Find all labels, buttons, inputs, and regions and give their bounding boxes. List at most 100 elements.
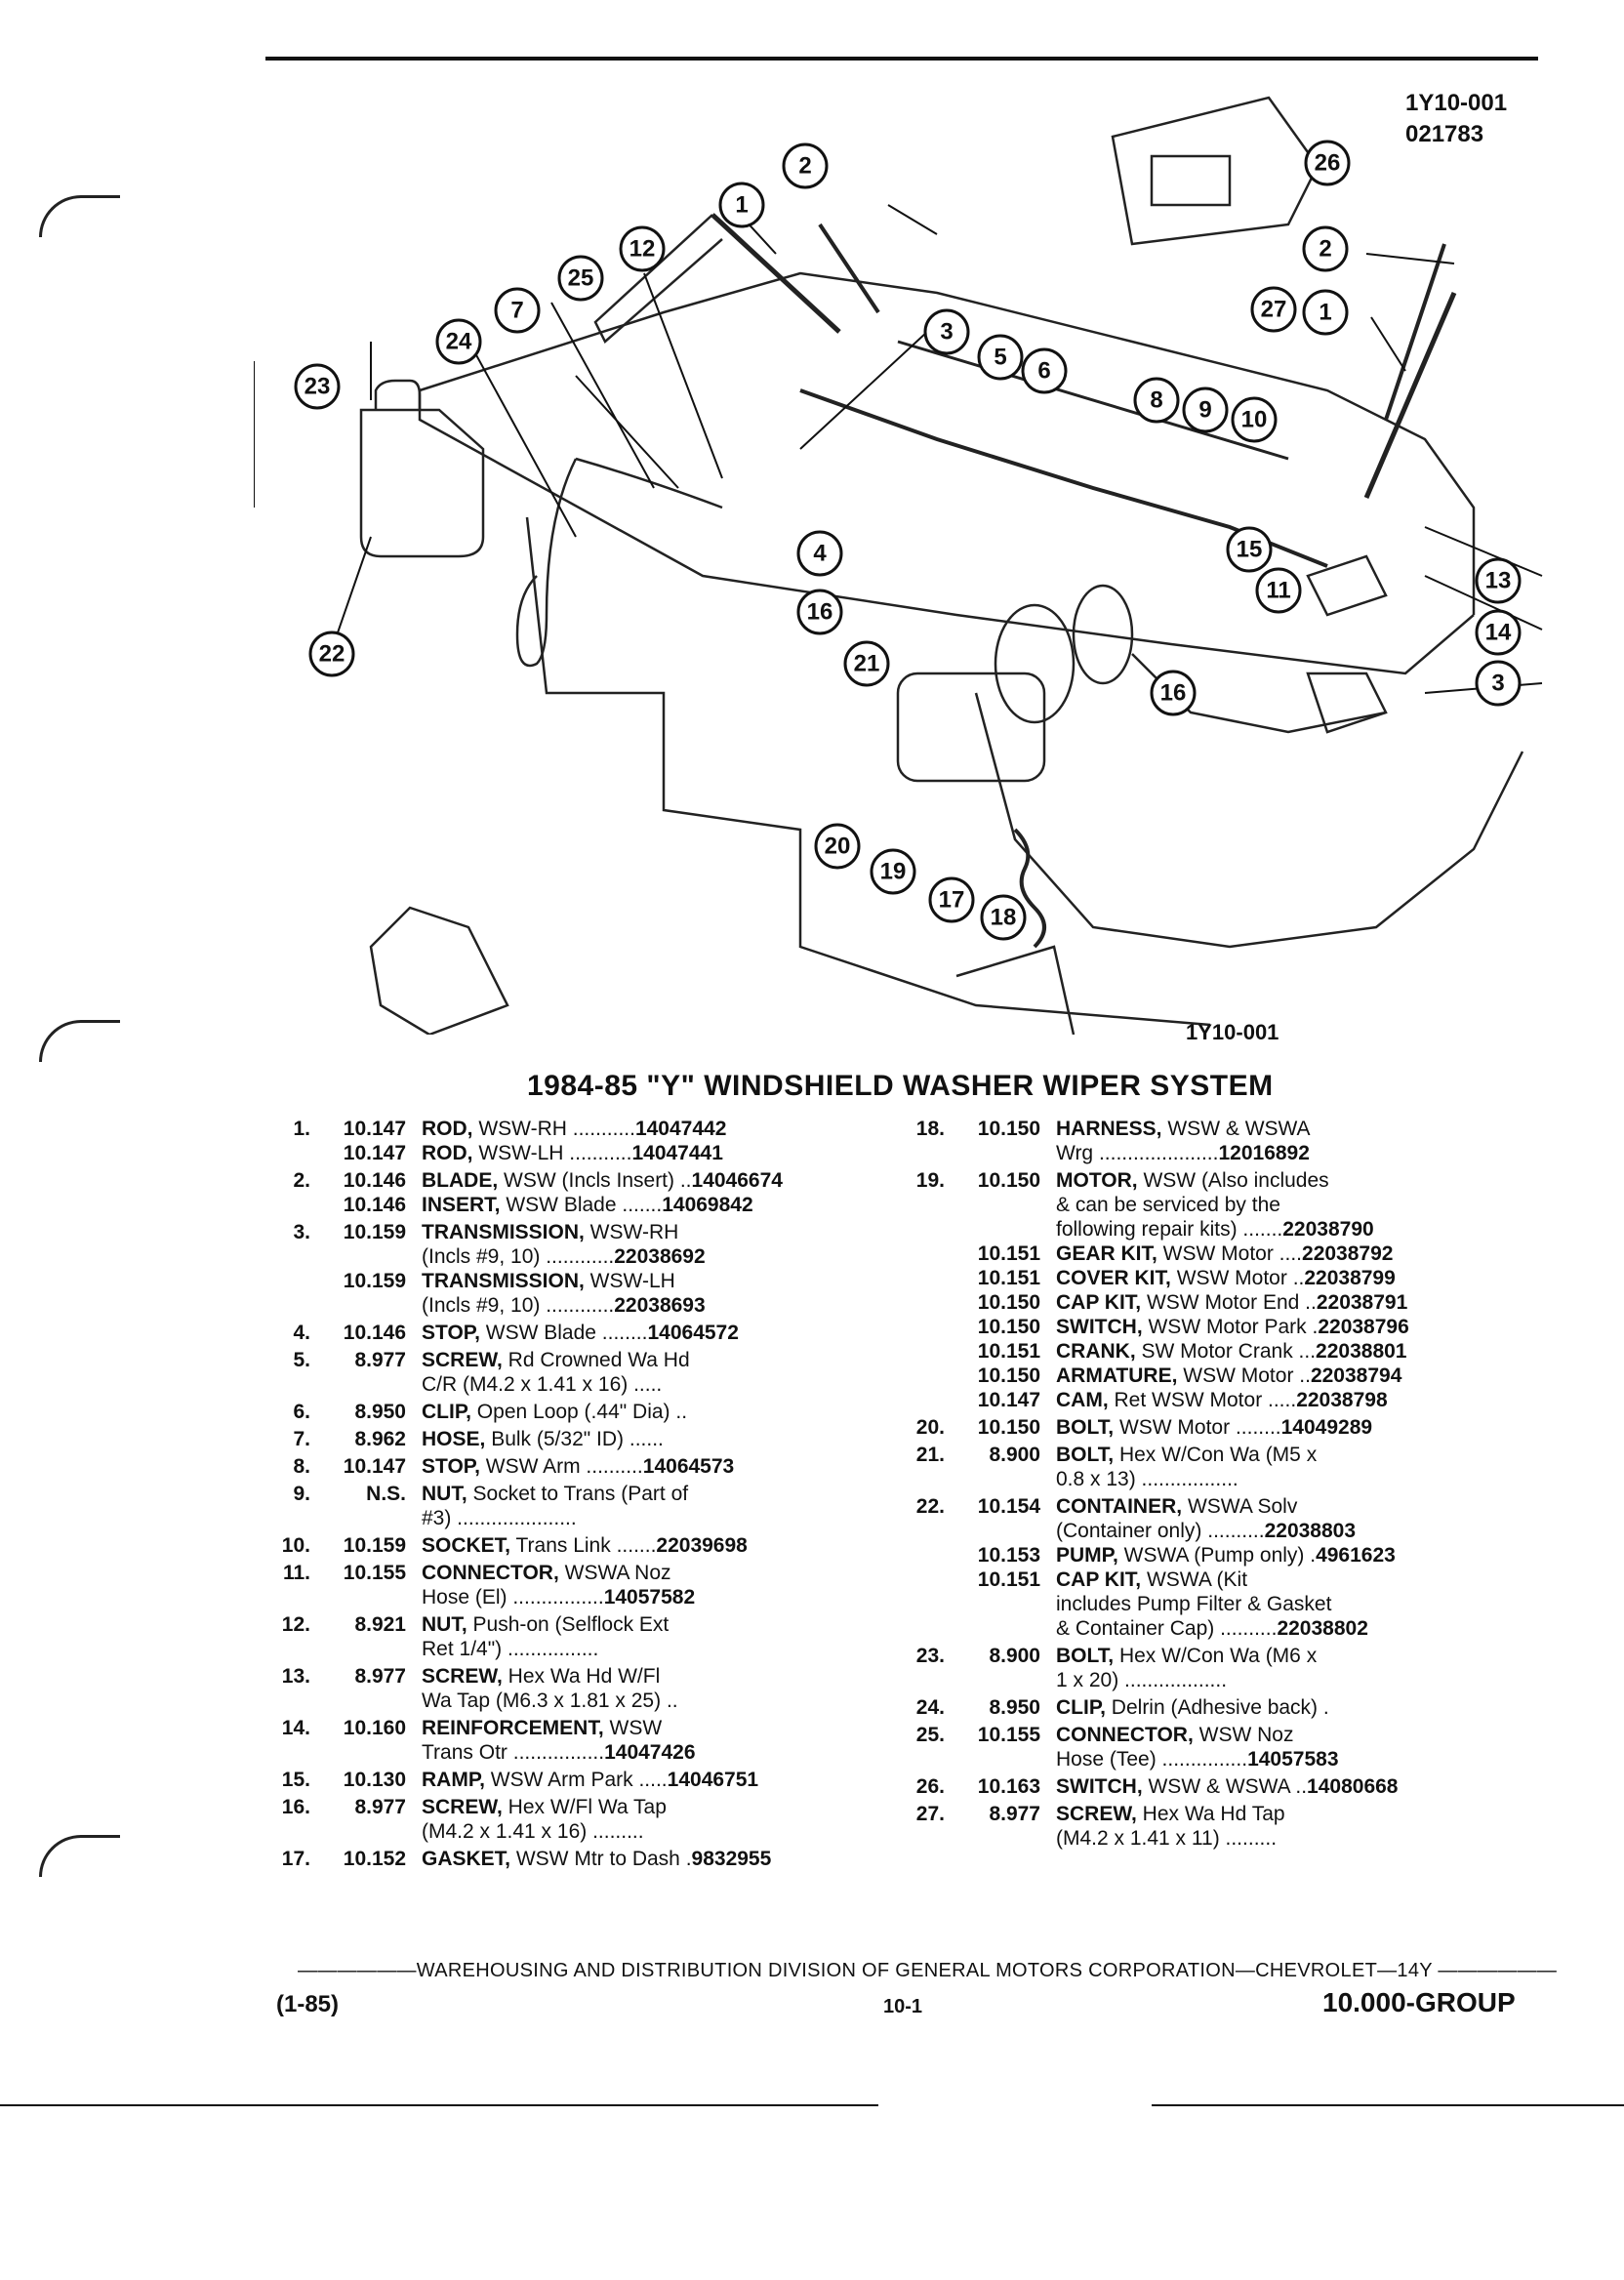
part-description: & can be serviced by the	[1056, 1193, 1515, 1217]
part-number: 22038802	[1277, 1617, 1368, 1640]
item-number: 2.	[293, 1169, 310, 1192]
part-description: MOTOR, WSW (Also includes	[1056, 1168, 1515, 1193]
svg-text:20: 20	[825, 834, 851, 860]
part-description: includes Pump Filter & Gasket	[1056, 1592, 1515, 1616]
part-name: GEAR KIT,	[1056, 1242, 1157, 1265]
part-description: STOP, WSW Blade ........14064572	[422, 1321, 880, 1345]
part-description: CONNECTOR, WSWA Noz	[422, 1561, 880, 1585]
part-description: (M4.2 x 1.41 x 11) .........	[1056, 1826, 1515, 1851]
part-description: Ret 1/4") ................	[422, 1637, 880, 1661]
item-number	[264, 1244, 318, 1269]
svg-text:14: 14	[1485, 620, 1512, 646]
part-detail: WSW Arm ..........	[479, 1455, 643, 1478]
callout-12: 12	[619, 225, 666, 272]
part-name: TRANSMISSION,	[422, 1221, 585, 1243]
svg-text:12: 12	[629, 236, 656, 263]
group-number: N.S.	[366, 1483, 406, 1505]
figure-code: 1Y10-001	[1405, 90, 1508, 116]
part-name: SCREW,	[422, 1796, 503, 1818]
group-number: 8.950	[989, 1696, 1040, 1719]
callout-21: 21	[843, 640, 890, 687]
part-detail: WSW Mtr to Dash .	[510, 1848, 692, 1870]
part-detail: WSW-RH ...........	[472, 1118, 635, 1140]
svg-text:18: 18	[991, 905, 1017, 931]
part-detail: WSW Motor ..	[1170, 1267, 1305, 1289]
item-number: 13.	[281, 1665, 310, 1688]
item-number: 15.	[281, 1769, 310, 1791]
part-number: 14047426	[604, 1741, 696, 1764]
group-number: 10.160	[343, 1717, 406, 1739]
part-detail: Hex W/Con Wa (M5 x	[1114, 1444, 1318, 1466]
parts-row: 4. 10.146 STOP, WSW Blade ........14064572	[264, 1321, 908, 1345]
svg-text:2: 2	[1319, 236, 1331, 263]
part-description: GEAR KIT, WSW Motor ....22038792	[1056, 1242, 1515, 1266]
part-number: 14064572	[647, 1322, 739, 1344]
group-number	[953, 1747, 1056, 1771]
callout-16-rh: 16	[1150, 670, 1197, 716]
item-number	[898, 1747, 953, 1771]
part-description: 0.8 x 13) .................	[1056, 1467, 1515, 1491]
footer-group: 10.000-GROUP	[1322, 1987, 1516, 2017]
parts-row: Ret 1/4") ................	[264, 1637, 908, 1661]
part-number: 14080668	[1307, 1775, 1399, 1798]
svg-text:11: 11	[1266, 578, 1290, 604]
group-number: 10.153	[977, 1544, 1040, 1567]
item-number: 4.	[293, 1322, 310, 1344]
item-number	[264, 1819, 318, 1844]
callout-11: 11	[1255, 567, 1302, 614]
part-detail: WSW & WSWA	[1161, 1118, 1311, 1140]
part-description: (Incls #9, 10) ............22038693	[422, 1293, 880, 1318]
group-number: 8.977	[354, 1665, 406, 1688]
part-number: 22038794	[1310, 1364, 1402, 1387]
part-name: ARMATURE,	[1056, 1364, 1178, 1387]
part-name: CAM,	[1056, 1389, 1109, 1411]
part-description: SOCKET, Trans Link .......22039698	[422, 1533, 880, 1558]
item-number	[898, 1290, 953, 1315]
group-number: 8.977	[354, 1796, 406, 1818]
group-number: 10.130	[343, 1769, 406, 1791]
parts-row: (M4.2 x 1.41 x 11) .........	[898, 1826, 1581, 1851]
group-number	[318, 1585, 422, 1609]
group-number: 8.962	[354, 1428, 406, 1450]
item-number	[898, 1315, 953, 1339]
part-name: SCREW,	[422, 1665, 503, 1688]
part-name: NUT,	[422, 1483, 467, 1505]
item-number: 3.	[293, 1221, 310, 1243]
item-number	[898, 1826, 953, 1851]
callout-18: 18	[980, 894, 1027, 941]
group-number: 10.151	[977, 1267, 1040, 1289]
part-description: NUT, Socket to Trans (Part of	[422, 1482, 880, 1506]
group-number: 8.921	[354, 1613, 406, 1636]
part-description: STOP, WSW Arm ..........14064573	[422, 1454, 880, 1479]
part-description: CONTAINER, WSWA Solv	[1056, 1494, 1515, 1519]
callout-14: 14	[1475, 609, 1522, 656]
item-number: 6.	[293, 1401, 310, 1423]
part-name: INSERT,	[422, 1194, 501, 1216]
svg-text:6: 6	[1037, 358, 1050, 385]
part-detail: WSW & WSWA ..	[1142, 1775, 1308, 1798]
parts-row: Wrg .....................12016892	[898, 1141, 1581, 1165]
part-detail: Bulk (5/32" ID) ......	[485, 1428, 664, 1450]
group-number: 10.151	[977, 1242, 1040, 1265]
part-detail: #3) .....................	[422, 1507, 577, 1529]
part-description: Hose (Tee) ...............14057583	[1056, 1747, 1515, 1771]
bottom-rule-right	[1152, 2104, 1624, 2106]
group-number: 10.146	[343, 1322, 406, 1344]
part-description: TRANSMISSION, WSW-RH	[422, 1220, 880, 1244]
group-number	[953, 1668, 1056, 1692]
callout-8: 8	[1133, 377, 1180, 424]
part-description: INSERT, WSW Blade .......14069842	[422, 1193, 880, 1217]
part-detail: WSWA (Kit	[1141, 1568, 1248, 1591]
part-name: STOP,	[422, 1322, 480, 1344]
callout-27: 27	[1250, 286, 1297, 333]
item-number	[898, 1519, 953, 1543]
part-number: 22038692	[614, 1245, 706, 1268]
